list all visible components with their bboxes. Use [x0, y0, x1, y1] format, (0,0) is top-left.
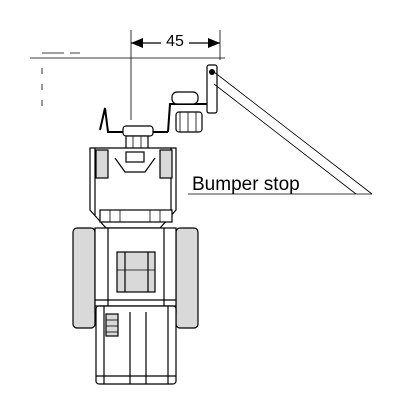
callout-label: Bumper stop	[192, 174, 300, 195]
bolt-head	[122, 125, 154, 151]
callout-leader	[188, 71, 373, 195]
bracket	[99, 64, 218, 133]
dimension-label-bg	[161, 30, 189, 48]
dimension-arrow-right	[208, 38, 220, 48]
bumper-stop-icon	[209, 69, 215, 75]
lower-body	[95, 305, 177, 385]
dimension-45: 45	[130, 30, 221, 120]
wheel-assembly	[72, 209, 199, 329]
upper-rail	[30, 52, 225, 110]
dimension-arrow-left	[131, 38, 143, 48]
dimension-label: 45	[166, 33, 184, 50]
